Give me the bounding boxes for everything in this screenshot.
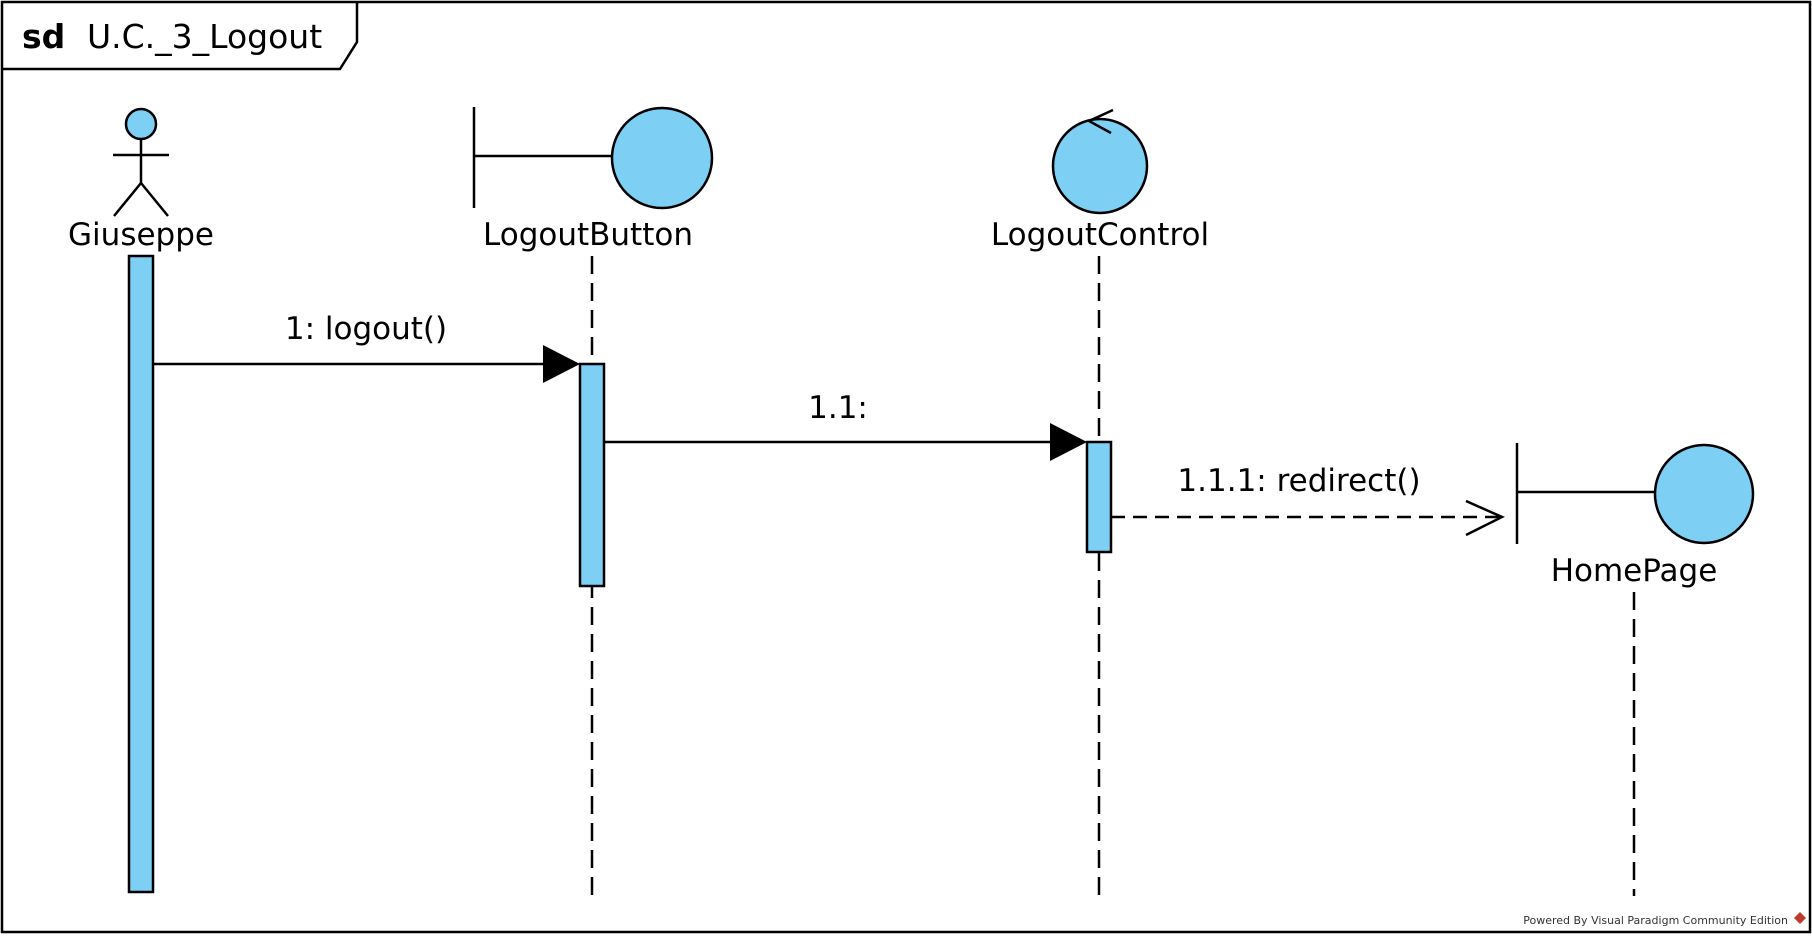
activation-bar <box>1085 440 1113 554</box>
activation-bar <box>127 254 155 894</box>
arrowhead-filled <box>1050 423 1087 461</box>
lifeline-giuseppe[interactable]: Giuseppe <box>68 107 214 894</box>
lifeline-name: Giuseppe <box>68 217 214 253</box>
lifeline-logout-button[interactable]: LogoutButton <box>472 106 714 896</box>
actor-icon <box>113 107 169 217</box>
message-label: 1.1: <box>808 390 868 426</box>
control-icon <box>1051 108 1149 215</box>
boundary-icon <box>472 106 714 210</box>
watermark: Powered By Visual Paradigm Community Edi… <box>1523 912 1806 927</box>
arrowhead-filled <box>543 345 580 383</box>
activation-bar <box>578 362 606 588</box>
message-1-1[interactable]: 1.1: <box>604 390 1087 461</box>
lifeline-name: HomePage <box>1551 553 1718 589</box>
arrowhead-open <box>1465 499 1505 537</box>
message-redirect[interactable]: 1.1.1: redirect() <box>1111 463 1505 537</box>
frame-title: U.C._3_Logout <box>87 17 322 56</box>
frame-keyword: sd <box>22 17 65 56</box>
message-label: 1: logout() <box>285 311 447 347</box>
lifeline-name: LogoutButton <box>483 217 693 253</box>
boundary-icon <box>1515 443 1755 545</box>
lifeline-name: LogoutControl <box>991 217 1209 253</box>
lifeline-homepage[interactable]: HomePage <box>1515 443 1755 896</box>
lifeline-logout-control[interactable]: LogoutControl <box>991 108 1209 896</box>
frame-tab: sd U.C._3_Logout <box>2 2 359 71</box>
message-logout[interactable]: 1: logout() <box>153 311 580 383</box>
watermark-text: Powered By Visual Paradigm Community Edi… <box>1523 914 1788 927</box>
vp-logo-icon <box>1794 912 1806 924</box>
message-label: 1.1.1: redirect() <box>1177 463 1420 499</box>
